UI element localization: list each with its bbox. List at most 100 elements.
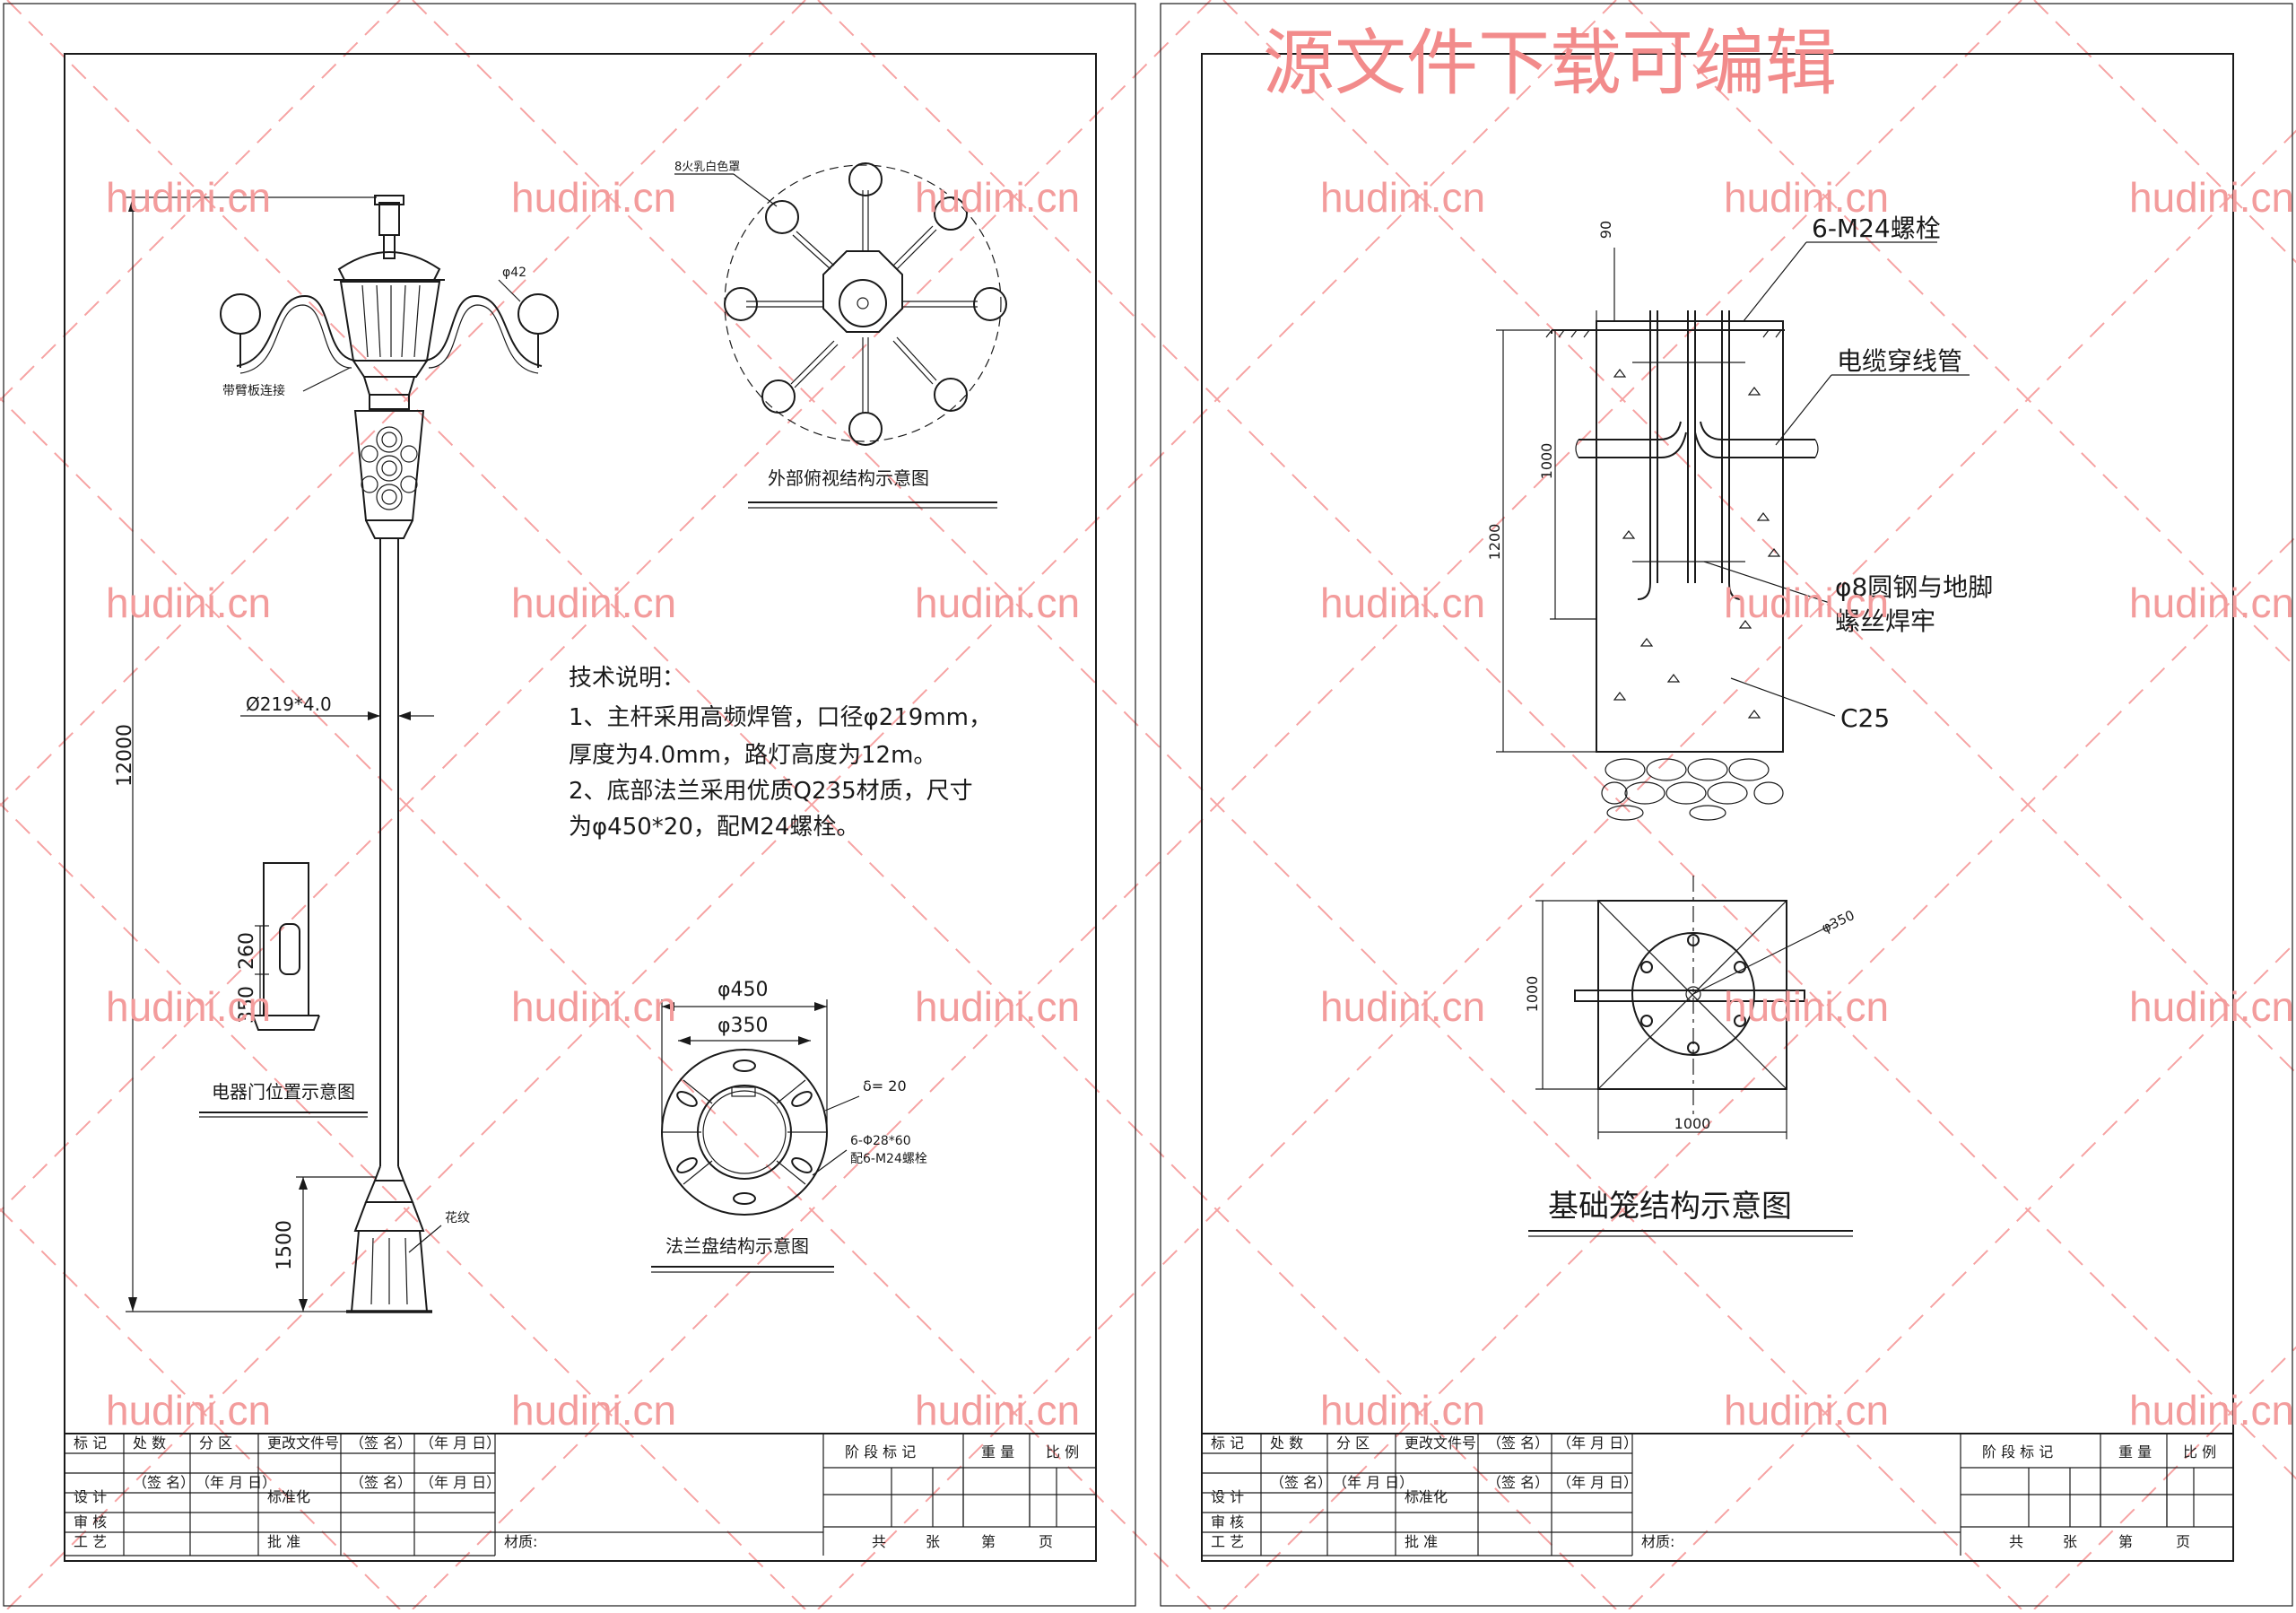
title-block-date: （年 月 日） bbox=[1333, 1474, 1413, 1491]
title-block-date-2: （年 月 日） bbox=[1557, 1474, 1638, 1491]
title-block-craft: 工 艺 bbox=[74, 1533, 107, 1550]
title-block-row1-1: 处 数 bbox=[1270, 1434, 1303, 1452]
watermark-text: hudini.cn bbox=[106, 174, 271, 221]
base-note: 花纹 bbox=[445, 1211, 470, 1225]
technical-notes: 技术说明： 1、主杆采用高频焊管，口径φ219mm， 厚度为4.0mm，路灯高度… bbox=[569, 665, 992, 841]
watermark-text: hudini.cn bbox=[915, 580, 1080, 626]
top-view-title: 外部俯视结构示意图 bbox=[768, 467, 929, 489]
top-view: 8火乳白色罩 外部俯视结构示意图 bbox=[674, 160, 1007, 509]
title-block-weight: 重 量 bbox=[2118, 1443, 2152, 1460]
watermark-text: hudini.cn bbox=[106, 1387, 271, 1434]
title-block-material: 材质: bbox=[1641, 1533, 1674, 1550]
watermark-text: hudini.cn bbox=[511, 580, 676, 626]
title-block-page-no: 第 bbox=[2118, 1533, 2133, 1550]
base-dimension: 1500 bbox=[274, 1220, 296, 1270]
watermark-text: hudini.cn bbox=[106, 983, 271, 1030]
watermark-text: hudini.cn bbox=[511, 1387, 676, 1434]
title-block-row1-5: （年 月 日） bbox=[420, 1434, 500, 1452]
plan-dim-side: 1000 bbox=[1524, 976, 1541, 1013]
title-block-row1-1: 处 数 bbox=[133, 1434, 166, 1452]
title-block-approve: 批 准 bbox=[1405, 1533, 1438, 1550]
notes-line-2: 厚度为4.0mm，路灯高度为12m。 bbox=[569, 742, 936, 769]
flange-thickness: δ= 20 bbox=[863, 1077, 907, 1094]
watermark-text-layer: hudini.cn hudini.cn hudini.cn hudini.cn hudi… bbox=[106, 174, 2294, 1434]
section-rebar-line-1: φ8圆钢与地脚 bbox=[1835, 572, 1993, 602]
watermark-text: hudini.cn bbox=[1724, 1387, 1889, 1434]
arm-dimension: φ42 bbox=[502, 266, 526, 280]
title-block-row1-3: 更改文件号 bbox=[1405, 1434, 1476, 1452]
watermark-text: hudini.cn bbox=[511, 983, 676, 1030]
title-block-material: 材质: bbox=[504, 1533, 537, 1550]
watermark-text: hudini.cn bbox=[2129, 1387, 2294, 1434]
plan-dim-circle: φ350 bbox=[1819, 907, 1857, 937]
watermark-text: hudini.cn bbox=[1320, 983, 1485, 1030]
title-block-right: 标 记处 数分 区更改文件号（签 名）（年 月 日）设 计（签 名）（年 月 日… bbox=[1201, 1433, 2233, 1556]
title-block-page: 页 bbox=[1039, 1533, 1053, 1550]
title-block-row1-2: 分 区 bbox=[199, 1434, 232, 1452]
title-block-craft: 工 艺 bbox=[1211, 1533, 1244, 1550]
title-block-page: 页 bbox=[2176, 1533, 2190, 1550]
title-block-sign-2: （签 名） bbox=[350, 1474, 412, 1491]
title-block-design: 设 计 bbox=[74, 1488, 107, 1505]
notes-line-4: 为φ450*20，配M24螺栓。 bbox=[569, 814, 859, 841]
watermark-text: hudini.cn bbox=[1320, 174, 1485, 221]
flange-plate: φ450 φ350 δ= 20 6-Φ28*60 配6-M24螺栓 法兰盘结构示… bbox=[651, 979, 927, 1273]
section-cable-label: 电缆穿线管 bbox=[1837, 346, 1962, 376]
arm-note: 带臂板连接 bbox=[222, 383, 285, 398]
title-block-row1-5: （年 月 日） bbox=[1557, 1434, 1638, 1452]
title-block-row1-4: （签 名） bbox=[1487, 1434, 1549, 1452]
title-block-left: 标 记 处 数 分 区 更改文件号 （签 名） （年 月 日） 设 计 （签 名） （年 月 日… bbox=[64, 1433, 1096, 1556]
title-block-scale: 比 例 bbox=[2183, 1443, 2216, 1460]
title-block-stage: 阶 段 标 记 bbox=[1982, 1443, 2053, 1460]
flange-outer-dim: φ450 bbox=[718, 979, 769, 1001]
notes-line-1: 1、主杆采用高频焊管，口径φ219mm， bbox=[569, 704, 992, 731]
section-concrete-label: C25 bbox=[1840, 703, 1890, 733]
watermark-text: hudini.cn bbox=[511, 174, 676, 221]
title-block-date: （年 月 日） bbox=[196, 1474, 276, 1491]
flange-title: 法兰盘结构示意图 bbox=[665, 1235, 809, 1257]
title-block-total: 共 bbox=[2009, 1533, 2023, 1550]
title-block-standard: 标准化 bbox=[267, 1488, 310, 1505]
title-block-sheets: 张 bbox=[926, 1533, 940, 1550]
title-block-page-no: 第 bbox=[981, 1533, 996, 1550]
door-dim-350: 350 bbox=[236, 986, 258, 1024]
title-block-review: 审 核 bbox=[74, 1513, 107, 1530]
notes-line-3: 2、底部法兰采用优质Q235材质，尺寸 bbox=[569, 778, 973, 805]
watermark-text: hudini.cn bbox=[2129, 580, 2294, 626]
section-dim-90: 90 bbox=[1597, 221, 1614, 239]
watermark-text: hudini.cn bbox=[1320, 1387, 1485, 1434]
title-block-row1-3: 更改文件号 bbox=[267, 1434, 339, 1452]
watermark-text: hudini.cn bbox=[106, 580, 271, 626]
section-rebar-line-2: 螺丝焊牢 bbox=[1835, 606, 1935, 636]
section-dim-1000: 1000 bbox=[1538, 443, 1555, 480]
section-dim-1200: 1200 bbox=[1486, 524, 1503, 561]
title-block-approve: 批 准 bbox=[267, 1533, 300, 1550]
foundation-plan: φ350 1000 1000 基础笼结构示意图 bbox=[1524, 876, 1857, 1237]
title-block-total: 共 bbox=[872, 1533, 886, 1550]
title-block-design: 设 计 bbox=[1211, 1488, 1244, 1505]
title-block-row1-4: （签 名） bbox=[350, 1434, 412, 1452]
plan-title: 基础笼结构示意图 bbox=[1548, 1189, 1792, 1225]
door-dim-260: 260 bbox=[236, 932, 258, 970]
watermark-text: hudini.cn bbox=[1724, 174, 1889, 221]
title-block-review: 审 核 bbox=[1211, 1513, 1244, 1530]
flange-holes: 6-Φ28*60 bbox=[850, 1134, 911, 1148]
watermark-text: hudini.cn bbox=[2129, 174, 2294, 221]
watermark-text: hudini.cn bbox=[1724, 983, 1889, 1030]
watermark-text: hudini.cn bbox=[1724, 580, 1889, 626]
cap-note: 8火乳白色罩 bbox=[674, 160, 740, 174]
header-watermark: 源文件下载可编辑 bbox=[1263, 22, 1837, 105]
watermark-text: hudini.cn bbox=[1320, 580, 1485, 626]
title-block-row1-0: 标 记 bbox=[74, 1434, 107, 1452]
door-title: 电器门位置示意图 bbox=[212, 1081, 355, 1103]
watermark-text: hudini.cn bbox=[915, 983, 1080, 1030]
left-sheet-frame bbox=[3, 3, 1136, 1607]
section-bolts-label: 6-M24螺栓 bbox=[1812, 214, 1941, 243]
height-dimension: 12000 bbox=[114, 724, 136, 787]
flange-bolts: 配6-M24螺栓 bbox=[850, 1152, 927, 1166]
title-block-stage: 阶 段 标 记 bbox=[845, 1443, 916, 1460]
watermark-text: hudini.cn bbox=[915, 1387, 1080, 1434]
